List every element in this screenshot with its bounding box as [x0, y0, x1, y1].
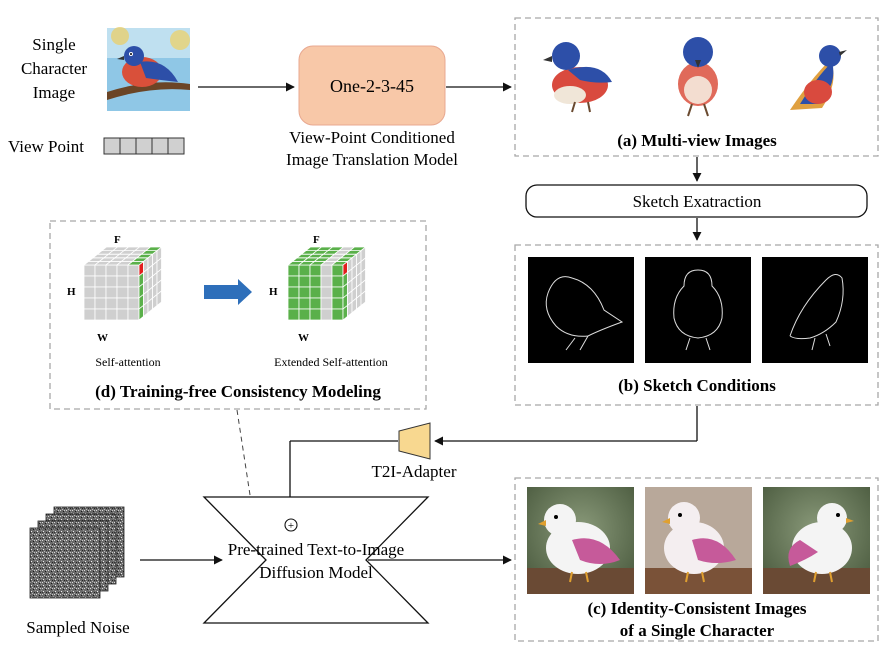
- adapter-shape: [398, 422, 431, 460]
- diffusion-label-line1: Pre-trained Text-to-Image: [228, 540, 404, 559]
- consistency-link: [236, 409, 253, 509]
- sketch-extraction-label: Sketch Exatraction: [633, 192, 762, 211]
- input-label: Single Character Image: [21, 35, 87, 102]
- input-label-line2: Character: [21, 59, 87, 78]
- translation-model-caption-line1: View-Point Conditioned: [289, 128, 455, 147]
- sketch-image-2: [645, 257, 751, 363]
- cube-left-axis-f: F: [114, 234, 121, 246]
- cube-right-axis-h: H: [269, 286, 278, 298]
- output-image-2: [645, 487, 752, 594]
- cube-right-axis-w: W: [298, 332, 309, 344]
- sketch-image-3: [762, 257, 868, 363]
- extended-self-attention-label: Extended Self-attention: [274, 355, 388, 369]
- view-point-row: View Point: [8, 137, 185, 156]
- view-point-label: View Point: [8, 137, 84, 156]
- translation-model-label: One-2-3-45: [330, 76, 414, 96]
- multiview-bird-3: [790, 45, 847, 110]
- sketch-panel: [514, 244, 879, 406]
- fusion-plus-circle: [284, 518, 298, 532]
- input-label-line1: Single: [32, 35, 75, 54]
- cube-left-axis-h: H: [67, 286, 76, 298]
- consistency-panel: [49, 220, 427, 410]
- diffusion-label-line2: Diffusion Model: [259, 563, 373, 582]
- sketch-image-1: [528, 257, 634, 363]
- translation-model-caption-line2: Image Translation Model: [286, 150, 458, 169]
- cube-left-axis-w: W: [97, 332, 108, 344]
- input-label-line3: Image: [33, 83, 75, 102]
- multiview-panel: [514, 17, 879, 157]
- consistency-arrow: [204, 279, 252, 305]
- sketch-caption: (b) Sketch Conditions: [618, 376, 776, 395]
- output-image-1: [527, 487, 634, 594]
- self-attention-cube: [82, 246, 163, 321]
- adapter-label: T2I-Adapter: [372, 462, 457, 481]
- sketch-extraction-box: [525, 184, 868, 218]
- multiview-bird-1: [543, 42, 612, 113]
- outputs-caption-line1: (c) Identity-Consistent Images: [587, 599, 806, 618]
- cube-right-axis-f: F: [313, 234, 320, 246]
- self-attention-label: Self-attention: [95, 355, 160, 369]
- input-bird-image: [107, 27, 190, 111]
- extended-self-attention-cube: [286, 246, 367, 321]
- noise-stack: [29, 506, 125, 599]
- consistency-caption: (d) Training-free Consistency Modeling: [95, 382, 381, 401]
- view-point-slots: [103, 137, 185, 155]
- multiview-caption: (a) Multi-view Images: [617, 131, 777, 150]
- multiview-bird-2: [678, 37, 718, 117]
- outputs-panel: [514, 477, 879, 642]
- translation-model-box: [298, 45, 446, 126]
- noise-label: Sampled Noise: [26, 618, 129, 637]
- fusion-plus-sign: +: [288, 520, 294, 532]
- outputs-caption-line2: of a Single Character: [620, 621, 775, 640]
- diffusion-model-shape: [202, 496, 430, 624]
- output-image-3: [763, 487, 870, 594]
